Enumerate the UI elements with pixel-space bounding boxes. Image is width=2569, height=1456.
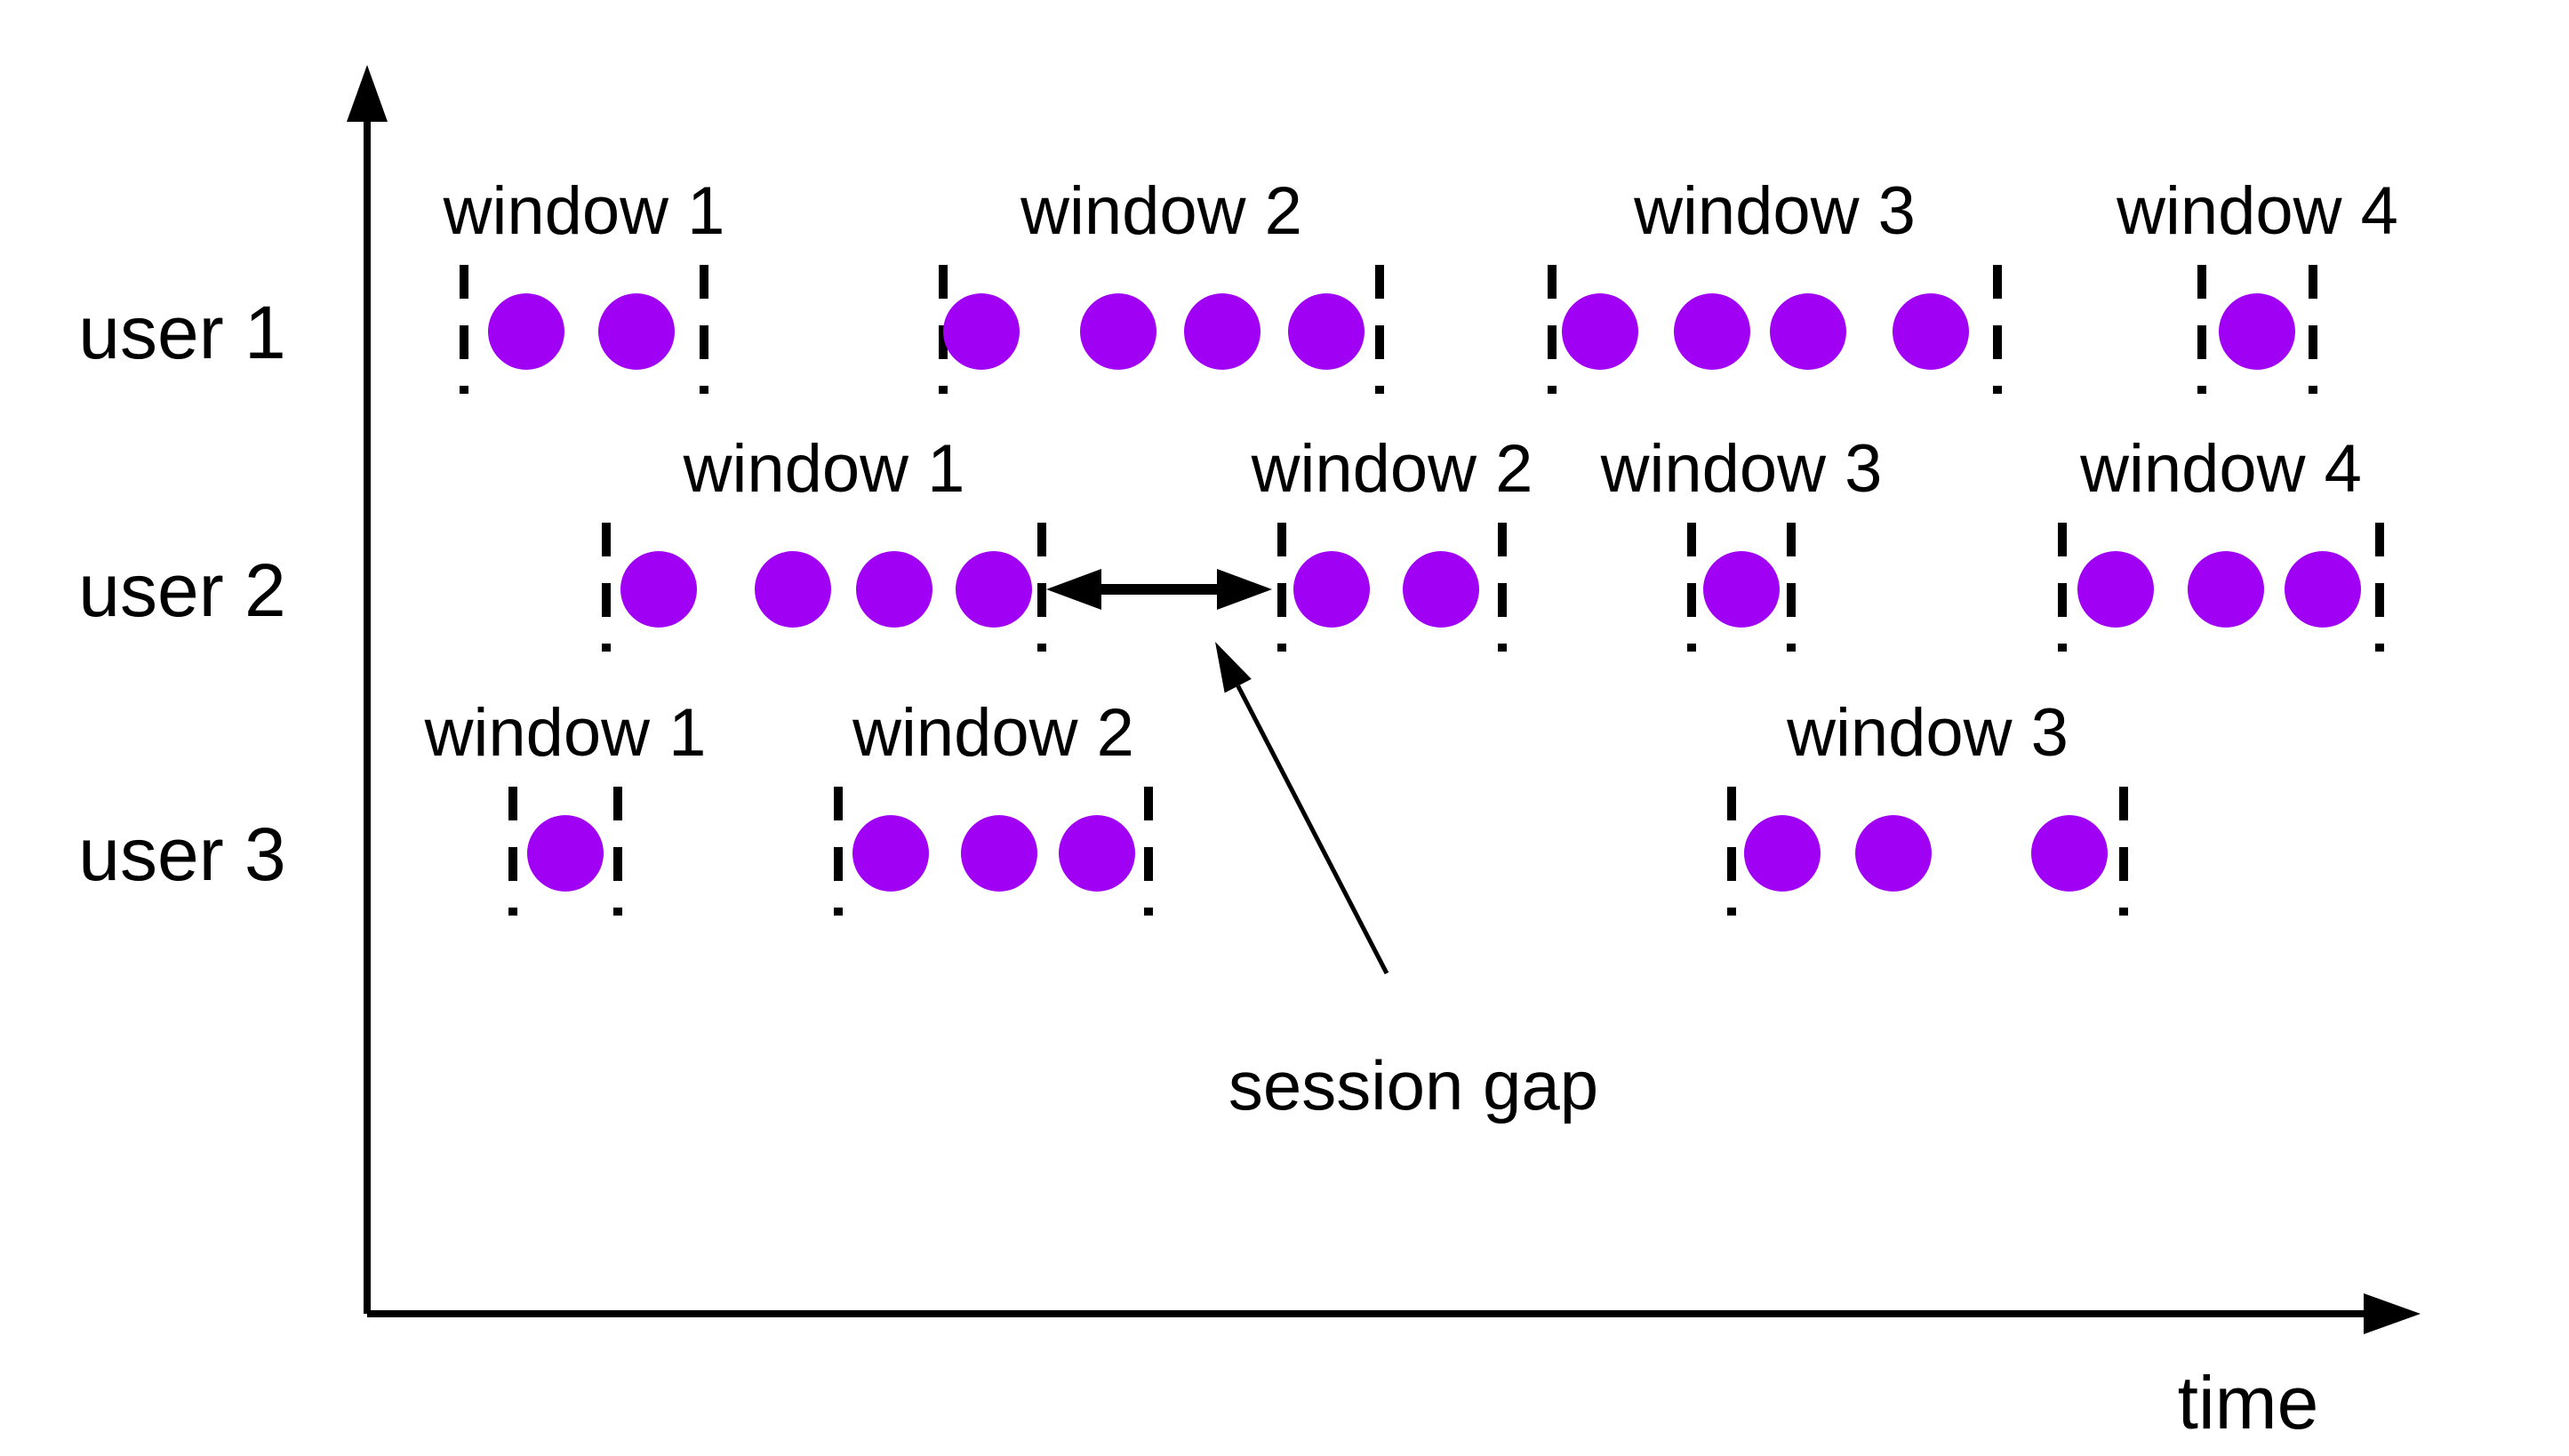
event-dot [852,815,929,892]
window-label: window 3 [1633,173,1916,249]
session-gap-arrowhead-right-icon [1217,569,1272,610]
window-label: window 1 [683,431,965,507]
event-dot [1770,293,1846,370]
event-dot [2188,551,2264,628]
event-dot [2031,815,2108,892]
window-label: window 1 [443,173,725,249]
x-axis-arrowhead-icon [2364,1293,2421,1334]
y-axis-arrowhead-icon [347,65,388,122]
event-dot [620,551,697,628]
event-dot [956,551,1032,628]
window-label: window 4 [2079,431,2362,507]
event-dot [755,551,831,628]
event-dot [961,815,1037,892]
event-dot [1288,293,1365,370]
event-dot [1893,293,1969,370]
window-label: window 2 [1020,173,1302,249]
event-dot [1855,815,1932,892]
session-gap-pointer-line [1236,684,1389,975]
event-dot [1080,293,1156,370]
event-dot [2285,551,2361,628]
window-label: window 1 [424,695,707,771]
event-dot [527,815,604,892]
window-label: window 3 [1786,695,2069,771]
event-dot [488,293,564,370]
event-dot [1184,293,1260,370]
window-label: window 2 [852,695,1134,771]
event-dot [1403,551,1479,628]
event-dot [1562,293,1638,370]
event-dot [2077,551,2154,628]
user-row-label: user 2 [78,548,285,632]
session-gap-arrowhead-left-icon [1046,569,1101,610]
time-axis-label: time [2178,1361,2319,1444]
event-dot [2219,293,2295,370]
event-dot [598,293,675,370]
session-gap-label: session gap [1228,1046,1598,1124]
user-row-label: user 1 [78,291,285,374]
window-label: window 3 [1600,431,1883,507]
event-dot [1674,293,1750,370]
event-dot [1293,551,1370,628]
event-dot [1059,815,1135,892]
user-row-label: user 3 [78,812,285,896]
event-dot [1703,551,1780,628]
event-dot [856,551,932,628]
window-label: window 2 [1251,431,1533,507]
session-gap-pointer-arrowhead-icon [1215,642,1252,693]
window-label: window 4 [2116,173,2398,249]
event-dot [943,293,1020,370]
event-dot [1744,815,1821,892]
